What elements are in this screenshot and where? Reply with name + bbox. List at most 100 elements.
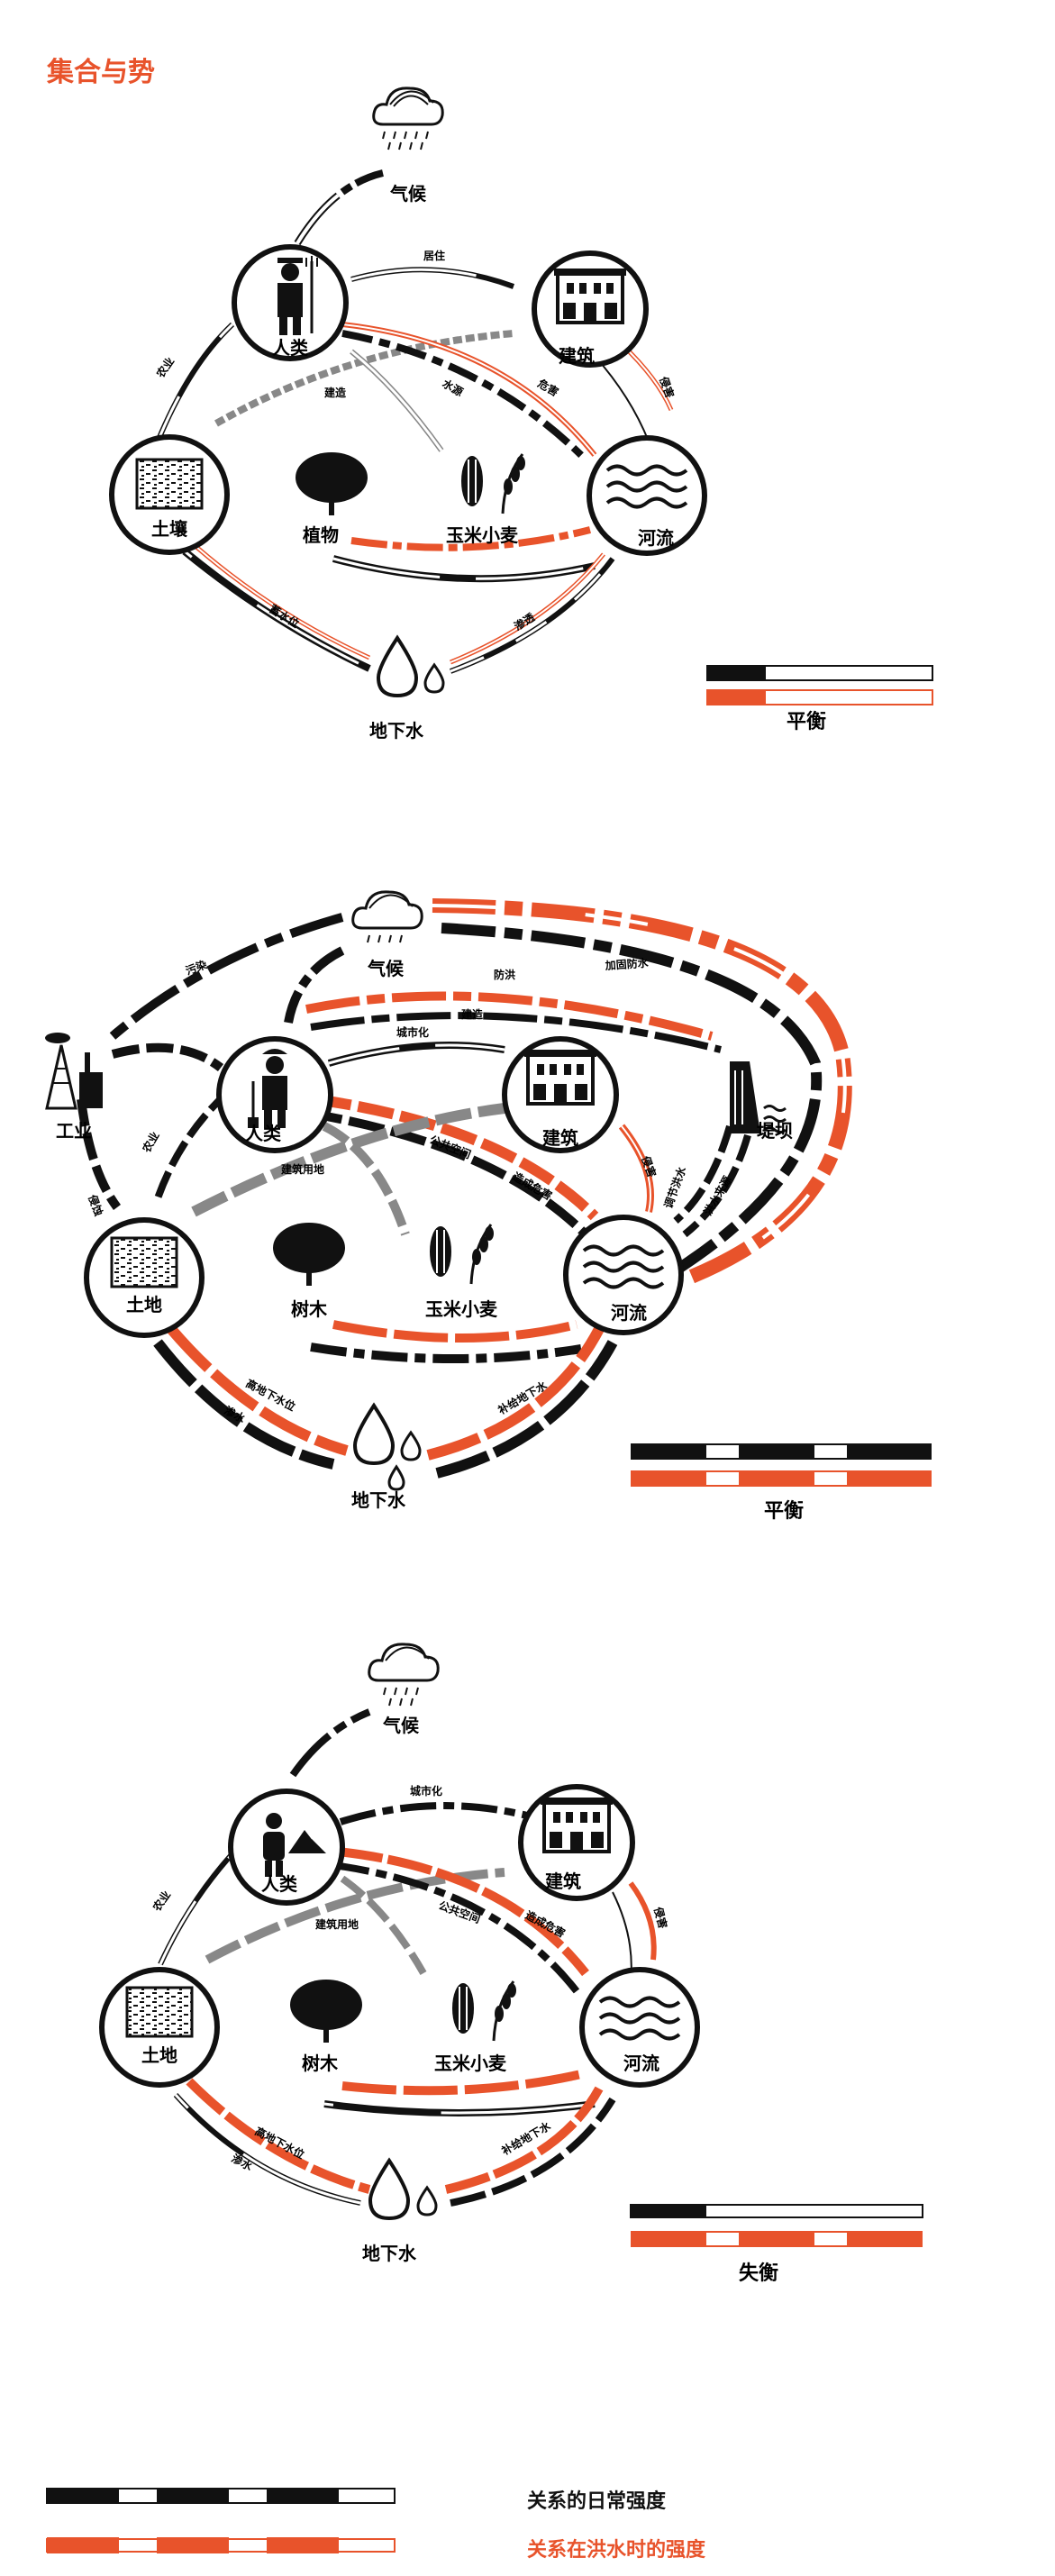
link-label: 建造 xyxy=(323,386,347,399)
building-icon xyxy=(541,1798,613,1853)
node-groundwater: 地下水 xyxy=(351,1402,422,1511)
link-dam-river-2 xyxy=(682,1133,751,1238)
node-industry: 工业 xyxy=(45,1033,103,1142)
node-soil: 土壤 xyxy=(109,434,230,555)
cloud-rain-icon xyxy=(372,86,444,150)
legend-daily-label: 关系的日常强度 xyxy=(527,2490,667,2513)
link-climate-human xyxy=(284,946,345,1024)
soil-icon xyxy=(110,1236,178,1288)
node-label: 建筑 xyxy=(542,1127,578,1149)
state-legend: 平衡 xyxy=(706,665,933,733)
state-label: 平衡 xyxy=(787,710,826,733)
link-river-gw-red xyxy=(444,2086,604,2194)
key-legend xyxy=(46,2488,396,2553)
node-crop: 玉米小麦 xyxy=(434,1980,516,2074)
link-human-building xyxy=(350,267,515,289)
corn-wheat-icon xyxy=(461,453,525,514)
link-label: 侵害 xyxy=(657,374,678,400)
node-groundwater: 地下水 xyxy=(369,634,445,742)
link-erosion-grey xyxy=(322,1122,410,1236)
node-label: 河流 xyxy=(611,1302,647,1324)
node-label: 工业 xyxy=(56,1120,92,1142)
link-label: 农业 xyxy=(153,354,177,380)
link-industry-human xyxy=(111,1042,224,1072)
link-urban xyxy=(327,1042,505,1067)
node-plant: 树木 xyxy=(273,1223,345,1320)
link-soil-gw-red xyxy=(167,1325,349,1456)
link-climate-industry xyxy=(109,913,344,1040)
node-label: 人类 xyxy=(272,337,308,359)
node-label: 建筑 xyxy=(559,345,595,367)
node-label: 树木 xyxy=(291,1298,328,1320)
node-label: 地下水 xyxy=(362,2243,417,2264)
link-crop-river-black xyxy=(310,1343,582,1363)
node-label: 人类 xyxy=(261,1873,297,1895)
node-label: 土地 xyxy=(141,2044,177,2066)
node-climate: 气候 xyxy=(351,890,423,979)
link-label: 建筑用地 xyxy=(314,1917,359,1931)
hiker-icon xyxy=(263,1813,326,1877)
farmer-icon xyxy=(277,256,318,335)
link-river-gw-black xyxy=(435,1340,618,1479)
corn-wheat-icon xyxy=(430,1224,494,1285)
node-label: 植物 xyxy=(303,524,339,546)
node-groundwater: 地下水 xyxy=(362,2157,438,2264)
node-label: 气候 xyxy=(389,183,427,205)
node-crop: 玉米小麦 xyxy=(425,1224,498,1320)
node-river: 河流 xyxy=(579,1967,700,2088)
black-strength-fill xyxy=(631,2205,706,2217)
node-climate: 气候 xyxy=(372,86,444,205)
link-label: 居住 xyxy=(423,249,445,262)
link-label: 城市化 xyxy=(410,1784,442,1798)
node-building: 建筑 xyxy=(502,1036,619,1153)
link-water-source xyxy=(350,349,444,452)
panel-3: 气候 人类 建筑 土地 xyxy=(99,1643,923,2285)
node-label: 人类 xyxy=(245,1123,281,1144)
link-climate-dam-black xyxy=(441,923,823,1276)
link-label: 建造 xyxy=(460,1007,484,1021)
key-black-swatch xyxy=(46,2488,396,2504)
link-label: 农业 xyxy=(150,1888,174,1914)
building-icon xyxy=(554,269,626,324)
link-building-river-red xyxy=(628,1881,657,1961)
waves-icon xyxy=(598,1996,681,2041)
node-label: 堤坝 xyxy=(757,1120,793,1142)
cloud-rain-icon xyxy=(368,1643,440,1707)
panel-2: 气候 工业 人类 xyxy=(45,890,932,1523)
node-label: 河流 xyxy=(623,2053,659,2074)
node-label: 树木 xyxy=(302,2053,339,2074)
node-dam: 堤坝 xyxy=(730,1061,793,1142)
link-land-grey xyxy=(205,1868,505,1964)
node-river: 河流 xyxy=(563,1215,684,1335)
link-label: 侵蚀 xyxy=(86,1192,106,1218)
node-label: 建筑 xyxy=(545,1871,581,1892)
node-label: 玉米小麦 xyxy=(446,524,519,546)
node-label: 气候 xyxy=(367,958,405,979)
soil-icon xyxy=(125,1986,194,2038)
node-label: 河流 xyxy=(638,527,674,549)
link-public-grey xyxy=(340,1875,427,1975)
node-building: 建筑 xyxy=(532,250,649,368)
node-label: 土壤 xyxy=(151,518,188,540)
link-label: 加固防水 xyxy=(604,956,650,972)
link-climate-human xyxy=(289,1708,371,1778)
link-crop-river-red xyxy=(332,1320,578,1343)
soil-icon xyxy=(135,458,204,510)
link-build-grey xyxy=(214,330,514,427)
node-plant: 树木 xyxy=(290,1980,362,2074)
link-label: 防洪 xyxy=(494,968,515,981)
link-label: 侵害 xyxy=(651,1905,670,1930)
link-human-river-red xyxy=(337,1847,589,1977)
node-label: 玉米小麦 xyxy=(434,2053,507,2074)
link-human-river-black xyxy=(341,330,588,462)
node-label: 地下水 xyxy=(369,720,424,742)
building-icon xyxy=(524,1050,596,1106)
tree-icon xyxy=(296,452,368,515)
state-label: 平衡 xyxy=(764,1499,804,1523)
water-drop-icon xyxy=(376,634,445,698)
node-human: 人类 xyxy=(228,1789,345,1906)
node-soil: 土地 xyxy=(99,1967,220,2088)
worker-icon xyxy=(248,1049,287,1128)
link-human-building xyxy=(339,1802,528,1825)
